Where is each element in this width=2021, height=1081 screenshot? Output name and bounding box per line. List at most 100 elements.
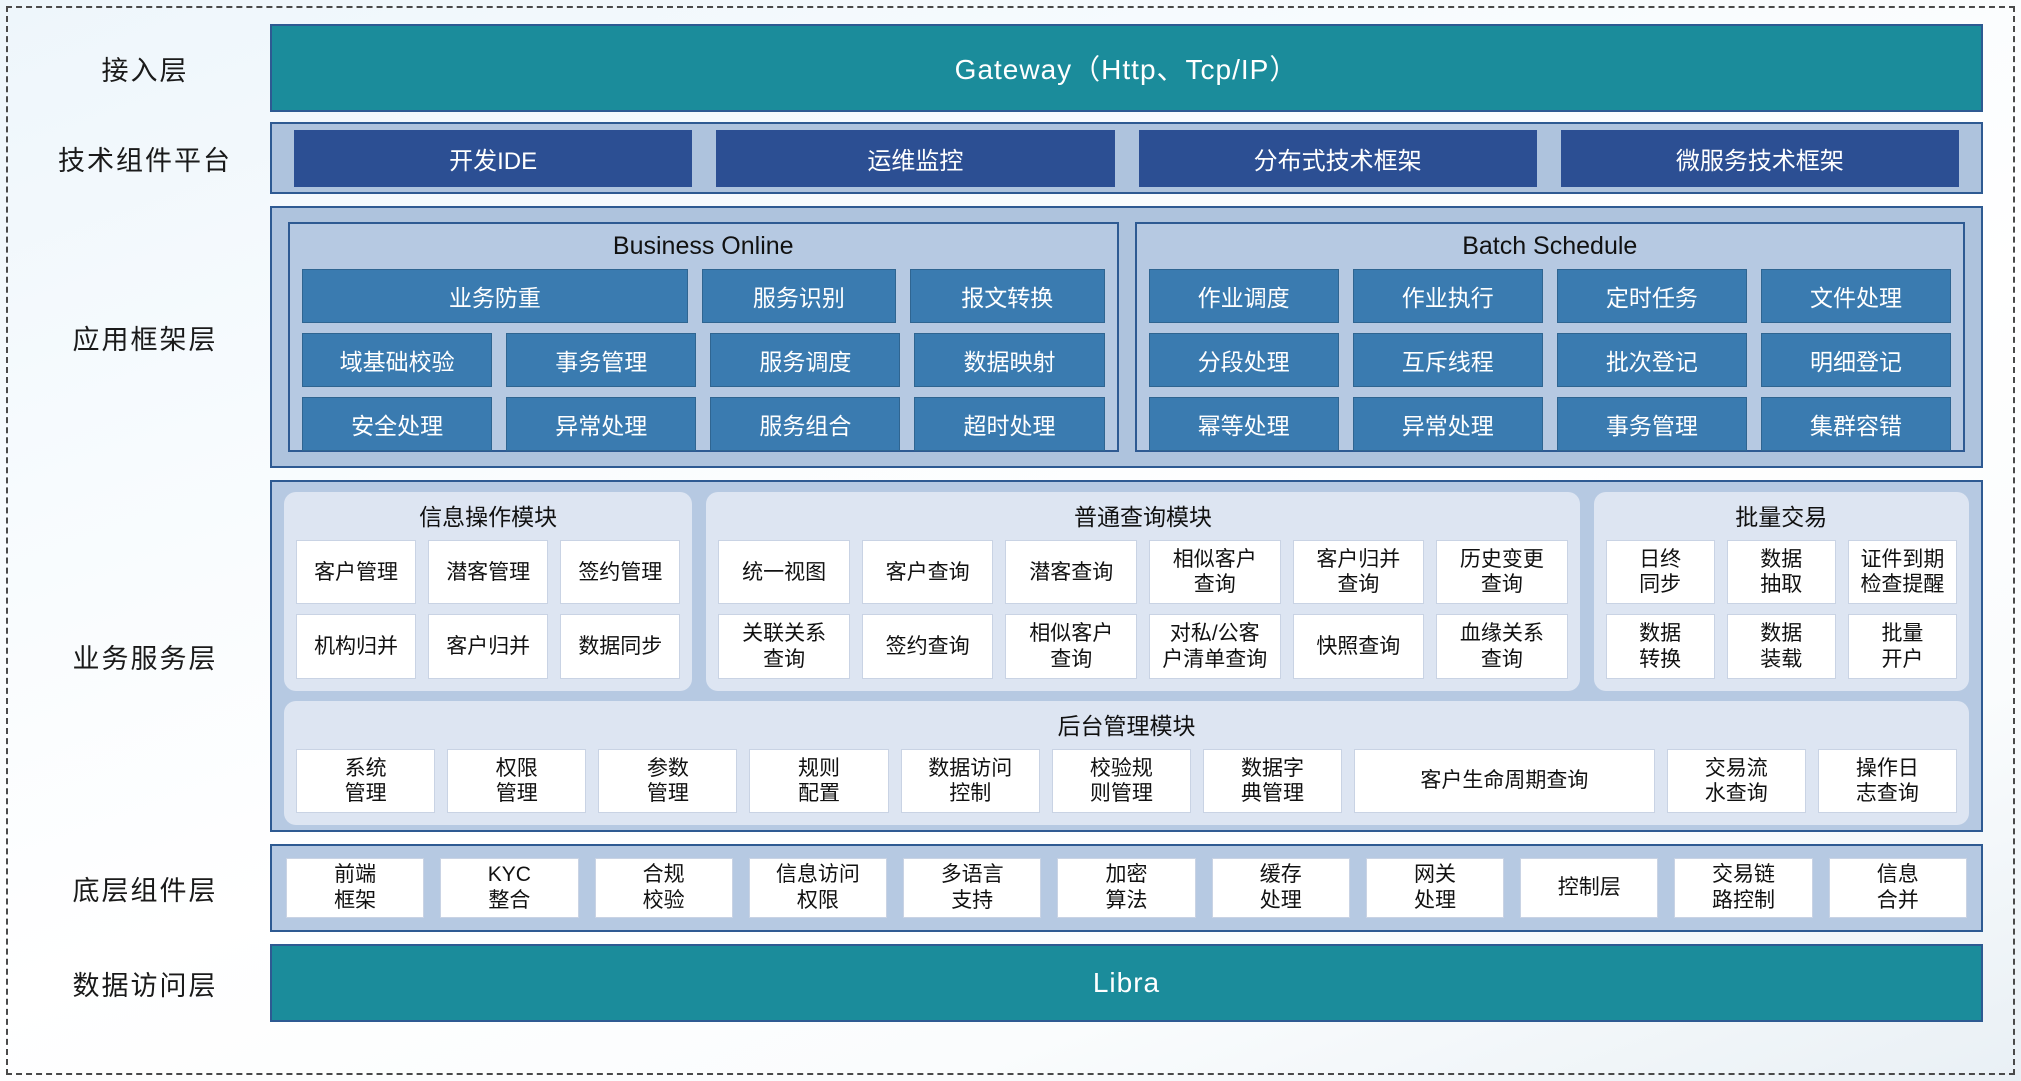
service-cell[interactable]: 参数 管理: [598, 748, 738, 814]
framework-row: 安全处理异常处理服务组合超时处理: [302, 397, 1105, 451]
service-cell[interactable]: 签约查询: [861, 614, 994, 679]
framework-cell[interactable]: 服务调度: [710, 333, 901, 387]
component-cell[interactable]: 加密 算法: [1057, 858, 1196, 918]
service-cell[interactable]: 权限 管理: [447, 748, 587, 814]
service-cell[interactable]: 客户管理: [296, 540, 417, 605]
framework-cell[interactable]: 服务识别: [701, 269, 897, 323]
service-cell[interactable]: 证件到期 检查提醒: [1847, 540, 1958, 605]
service-cell[interactable]: 相似客户 查询: [1005, 614, 1137, 679]
service-band: 信息操作模块客户管理潜客管理签约管理机构归并客户归并数据同步 普通查询模块统一视图…: [270, 480, 1983, 832]
service-cell[interactable]: 批量 开户: [1847, 614, 1958, 679]
component-cell[interactable]: 控制层: [1520, 858, 1659, 918]
component-cell[interactable]: 合规 校验: [594, 858, 733, 918]
framework-cell[interactable]: 事务管理: [506, 333, 697, 387]
layer-label-component: 底层组件层: [72, 875, 218, 906]
service-module-1: 普通查询模块统一视图客户查询潜客查询相似客户 查询客户归并 查询历史变更 查询关…: [706, 492, 1580, 691]
service-module-title: 信息操作模块: [419, 504, 558, 530]
service-cell[interactable]: 日终 同步: [1605, 540, 1715, 605]
service-cell[interactable]: 规则 配置: [749, 748, 889, 814]
service-cell[interactable]: 签约管理: [560, 540, 681, 605]
service-cell[interactable]: 系统 管理: [296, 748, 436, 814]
service-cell[interactable]: 数据字 典管理: [1202, 748, 1343, 814]
tech-chip-0[interactable]: 开发IDE: [294, 129, 693, 187]
component-cell[interactable]: 缓存 处理: [1211, 858, 1350, 918]
layer-data-access: 数据访问层 Libra: [20, 944, 1983, 1022]
layer-label-framework: 应用框架层: [72, 324, 218, 355]
service-cell[interactable]: 客户查询: [861, 540, 994, 605]
layer-access: 接入层 Gateway（Http、Tcp/IP）: [20, 24, 1983, 112]
framework-cell[interactable]: 作业调度: [1148, 269, 1339, 323]
framework-cell[interactable]: 文件处理: [1760, 269, 1951, 323]
framework-cell[interactable]: 域基础校验: [302, 333, 493, 387]
service-top-modules: 信息操作模块客户管理潜客管理签约管理机构归并客户归并数据同步 普通查询模块统一视图…: [284, 492, 1969, 691]
service-cell[interactable]: 关联关系 查询: [718, 614, 850, 679]
framework-row: 域基础校验事务管理服务调度数据映射: [302, 333, 1105, 387]
layer-label-data-access: 数据访问层: [72, 970, 218, 1001]
gateway-bar[interactable]: Gateway（Http、Tcp/IP）: [270, 24, 1983, 112]
framework-cell[interactable]: 服务组合: [710, 397, 901, 451]
service-cell[interactable]: 客户生命周期查询: [1354, 748, 1655, 814]
tech-chip-1[interactable]: 运维监控: [716, 129, 1115, 187]
service-cell[interactable]: 对私/公客 户清单查询: [1149, 614, 1281, 679]
service-cell[interactable]: 潜客管理: [428, 540, 549, 605]
component-cell[interactable]: 信息 合并: [1828, 858, 1967, 918]
framework-cell[interactable]: 安全处理: [302, 397, 493, 451]
service-cell[interactable]: 快照查询: [1292, 614, 1425, 679]
service-cell[interactable]: 相似客户 查询: [1149, 540, 1281, 605]
service-cell[interactable]: 数据同步: [560, 614, 681, 679]
component-cell[interactable]: 网关 处理: [1365, 858, 1505, 918]
service-row: 关联关系 查询签约查询相似客户 查询对私/公客 户清单查询快照查询血缘关系 查询: [718, 614, 1568, 679]
service-cell[interactable]: 历史变更 查询: [1436, 540, 1568, 605]
framework-cell[interactable]: 异常处理: [506, 397, 697, 451]
service-module-0: 信息操作模块客户管理潜客管理签约管理机构归并客户归并数据同步: [284, 492, 693, 691]
service-cell[interactable]: 数据 装载: [1726, 614, 1836, 679]
framework-row: 业务防重服务识别报文转换: [302, 269, 1105, 323]
framework-cell[interactable]: 事务管理: [1556, 397, 1747, 451]
service-cell[interactable]: 客户归并 查询: [1292, 540, 1425, 605]
layer-label-tech: 技术组件平台: [58, 145, 232, 176]
framework-cell[interactable]: 作业执行: [1352, 269, 1543, 323]
tech-chip-2[interactable]: 分布式技术框架: [1138, 129, 1537, 187]
framework-cell[interactable]: 分段处理: [1148, 333, 1339, 387]
framework-cell[interactable]: 数据映射: [914, 333, 1105, 387]
service-cell[interactable]: 数据 转换: [1605, 614, 1715, 679]
framework-cell[interactable]: 报文转换: [910, 269, 1105, 323]
framework-cell[interactable]: 集群容错: [1760, 397, 1951, 451]
service-module-title: 后台管理模块: [1057, 712, 1196, 739]
framework-row: 分段处理互斥线程批次登记明细登记: [1148, 333, 1951, 387]
component-cell[interactable]: 信息访问 权限: [748, 858, 888, 918]
tech-chip-3[interactable]: 微服务技术框架: [1560, 129, 1959, 187]
framework-cell[interactable]: 批次登记: [1556, 333, 1747, 387]
service-cell[interactable]: 机构归并: [296, 614, 417, 679]
service-cell[interactable]: 统一视图: [718, 540, 850, 605]
framework-cell[interactable]: 异常处理: [1352, 397, 1543, 451]
service-module-2: 批量交易日终 同步数据 抽取证件到期 检查提醒数据 转换数据 装载批量 开户: [1593, 492, 1969, 691]
service-rows: 客户管理潜客管理签约管理机构归并客户归并数据同步: [296, 540, 681, 679]
service-cell[interactable]: 交易流 水查询: [1666, 748, 1806, 814]
service-cell[interactable]: 数据访问 控制: [900, 748, 1040, 814]
service-module-title: 普通查询模块: [1073, 504, 1212, 530]
service-cell[interactable]: 校验规 则管理: [1051, 748, 1191, 814]
component-cell[interactable]: 多语言 支持: [903, 858, 1042, 918]
service-cell[interactable]: 血缘关系 查询: [1436, 614, 1568, 679]
framework-cell[interactable]: 明细登记: [1760, 333, 1951, 387]
libra-bar[interactable]: Libra: [270, 944, 1983, 1022]
service-cell[interactable]: 操作日 志查询: [1817, 748, 1957, 814]
framework-cell[interactable]: 幂等处理: [1148, 397, 1339, 451]
service-cell[interactable]: 潜客查询: [1005, 540, 1137, 605]
framework-cell[interactable]: 业务防重: [302, 269, 688, 323]
component-cell[interactable]: KYC 整合: [440, 858, 579, 918]
component-cell[interactable]: 交易链 路控制: [1674, 858, 1813, 918]
framework-row: 幂等处理异常处理事务管理集群容错: [1148, 397, 1951, 451]
framework-cell[interactable]: 超时处理: [914, 397, 1105, 451]
service-module-title: 批量交易: [1735, 504, 1828, 530]
service-row: 统一视图客户查询潜客查询相似客户 查询客户归并 查询历史变更 查询: [718, 540, 1568, 605]
service-cell[interactable]: 客户归并: [428, 614, 549, 679]
component-cell[interactable]: 前端 框架: [286, 858, 425, 918]
service-cell[interactable]: 数据 抽取: [1726, 540, 1836, 605]
framework-cell[interactable]: 互斥线程: [1352, 333, 1543, 387]
framework-cell[interactable]: 定时任务: [1556, 269, 1747, 323]
